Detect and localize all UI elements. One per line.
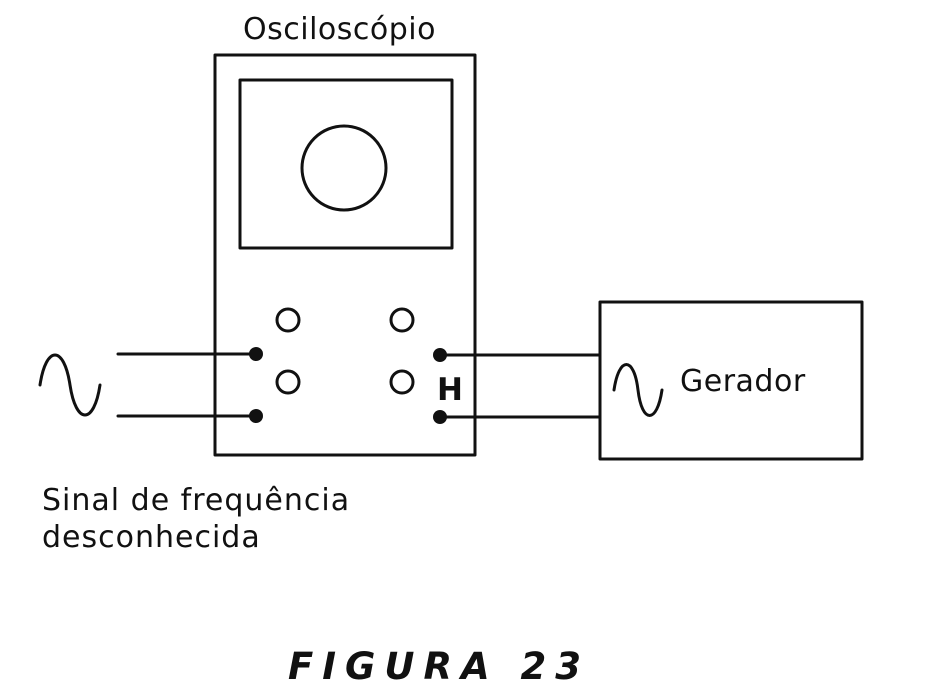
unknown-signal-line-2: desconhecida [42, 520, 261, 555]
oscilloscope-body [213, 53, 477, 457]
terminal-input-top [249, 347, 263, 361]
knob-mid-left [275, 369, 301, 395]
figure-caption: FIGURA 23 [288, 645, 590, 688]
oscilloscope-screen-frame [238, 78, 454, 250]
oscilloscope-title: Osciloscópio [243, 12, 436, 47]
terminal-input-bottom [249, 409, 263, 423]
knob-top-right [389, 307, 415, 333]
generator-label: Gerador [680, 364, 806, 399]
terminal-h-top [433, 348, 447, 362]
sine-wave-icon [612, 363, 664, 417]
horizontal-input-label: H [437, 372, 463, 408]
unknown-signal-line-1: Sinal de frequência [42, 483, 351, 518]
oscilloscope-crt [300, 124, 388, 212]
sine-wave-icon [38, 353, 102, 417]
generator-box [598, 300, 864, 461]
knob-mid-right [389, 369, 415, 395]
unknown-signal-label: Sinal de frequência desconhecida [42, 482, 350, 556]
knob-top-left [275, 307, 301, 333]
terminal-h-bottom [433, 410, 447, 424]
